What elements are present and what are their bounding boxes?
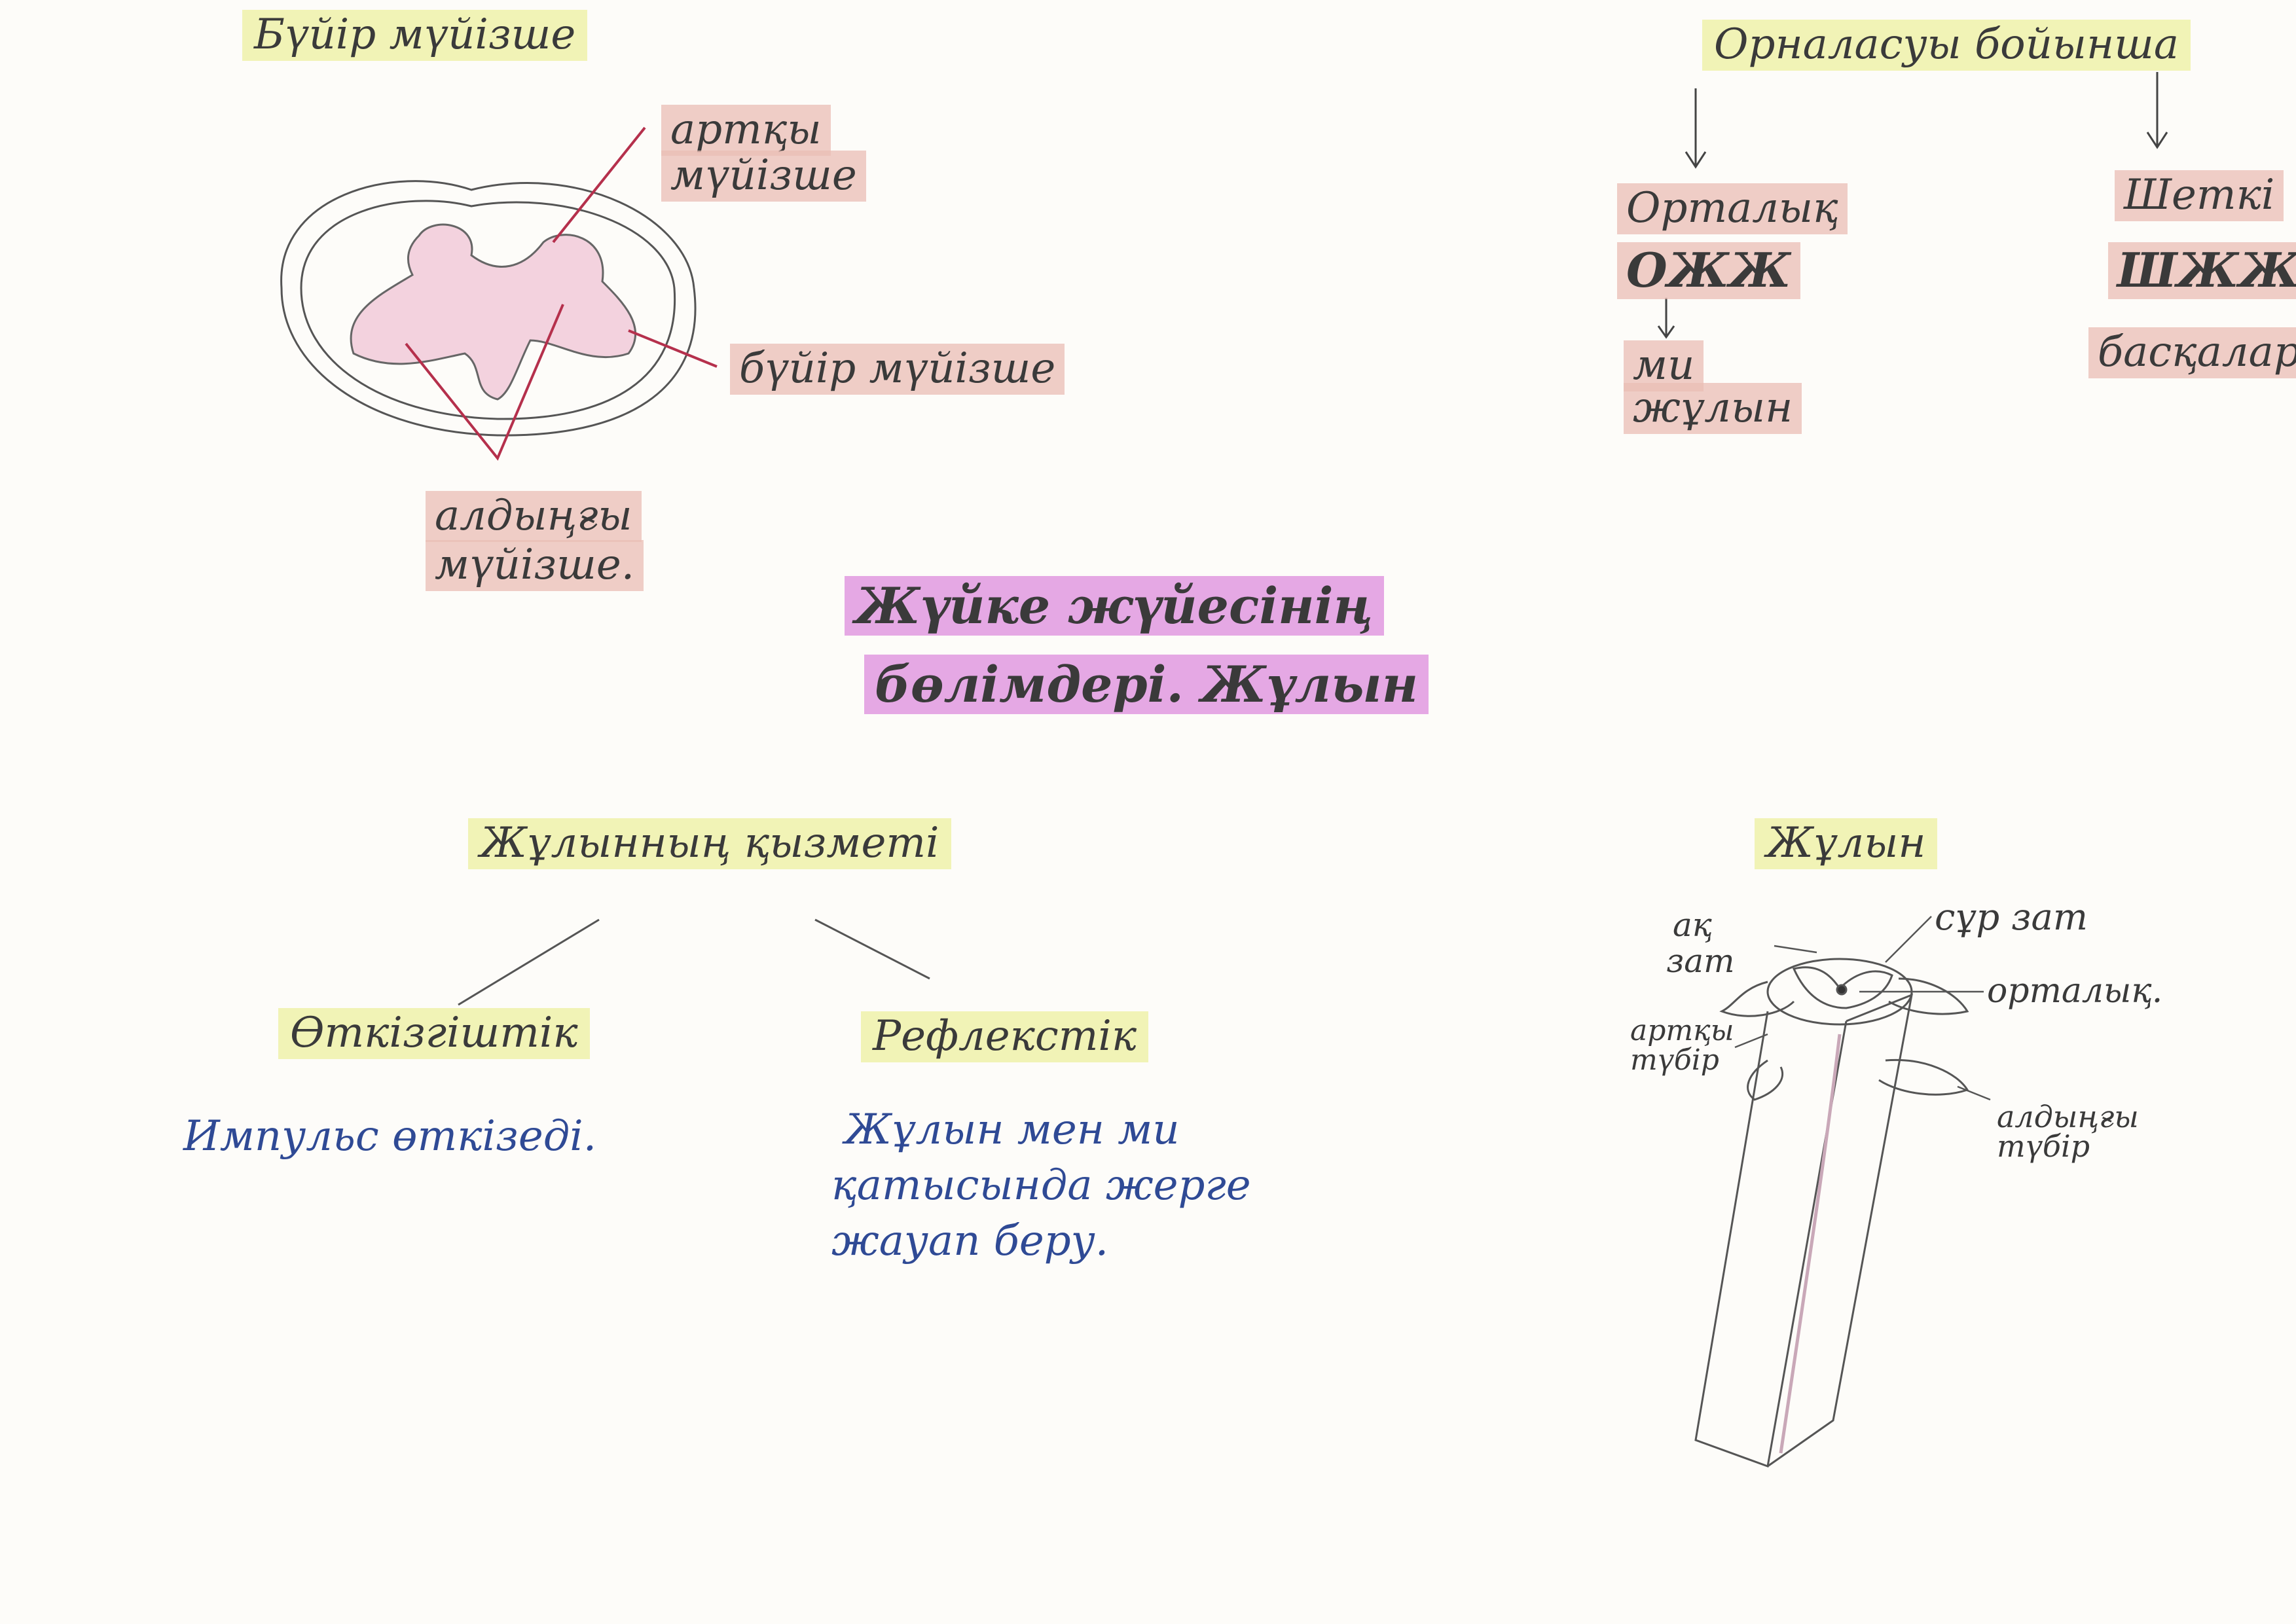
lateral-horn-label: бүйір мүйізше [730,344,1065,395]
central-canal-label: орталық. [1987,971,2163,1011]
anterior-horn-label-line2: мүйізше. [426,540,644,591]
lateral-horn-pointer [628,329,718,368]
reflex-desc-line2: қатысында жерге [831,1161,1251,1210]
arrow-to-peripheral [2146,72,2168,149]
classification-arrows [1657,72,2168,339]
white-matter-label-line1: ақ [1673,906,1713,944]
outer-membrane-outline [280,180,697,437]
central-canal [1836,984,1848,996]
cross-section-drawing [280,180,697,437]
posterior-root-left [1719,981,1795,1017]
posterior-root-label-line1: артқы [1630,1014,1734,1047]
posterior-root-right [1888,977,1969,1015]
cord-midline [1779,1034,1842,1454]
anterior-horn-pointer [405,304,564,461]
spinal-cord-heading: Жұлын [1755,818,1938,869]
functions-heading: Жұлынның қызметі [468,818,951,869]
arrow-to-central [1685,88,1707,169]
anterior-horn-label-line1: алдыңғы [426,491,642,542]
reflex-desc-line1: Жұлын мен ми [845,1106,1180,1154]
reflex-label: Рефлекстік [861,1011,1149,1062]
grey-matter-label: сұр зат [1935,896,2088,939]
central-sub-brain: ми [1624,340,1704,391]
spinal-cord-drawing [1694,958,1969,1468]
posterior-root-label-line2: түбір [1630,1043,1719,1077]
peripheral-label: Шеткі [2115,170,2284,221]
anterior-root-left [1747,1059,1784,1101]
classification-heading: Орналасуы бойынша [1702,20,2191,71]
title-line1: Жүйке жүйесінің [845,576,1384,636]
anterior-root-right [1878,1058,1969,1096]
grey-matter-outline [1792,966,1893,1009]
central-abbr: ОЖЖ [1617,242,1800,299]
branch-line-left [458,918,600,1006]
peripheral-abbr: ШЖЖ [2108,242,2296,299]
posterior-horn-label-line2: мүйізше [661,151,866,202]
central-label: Орталық [1617,183,1848,234]
function-branches [458,918,930,1006]
central-sub-spinal-cord: жұлын [1624,383,1802,434]
anterior-root-label-line1: алдыңғы [1997,1099,2139,1134]
anterior-root-label-line2: түбір [1997,1128,2090,1164]
spinal-cord-leaders [1734,916,1991,1101]
cross-section-pointers [405,126,718,461]
posterior-horn-pointer [552,126,646,244]
reflex-desc-line3: жауап беру. [831,1217,1109,1265]
conductive-label: Өткізгіштік [278,1008,590,1059]
cross-section-heading: Бүйір мүйізше [242,10,588,61]
cord-column [1694,1011,1848,1468]
posterior-horn-label-line1: артқы [661,105,831,156]
conductive-desc: Импульс өткізеді. [183,1112,597,1161]
white-matter-label-line2: зат [1666,942,1735,980]
grey-matter-butterfly [350,223,637,401]
cord-front-edge [1767,993,1913,1468]
inner-membrane-outline [300,200,676,420]
arrow-to-brain-cord [1657,298,1675,339]
peripheral-sub: басқалары. [2088,327,2296,378]
title-line2: бөлімдері. Жұлын [864,655,1429,715]
branch-line-right [814,918,930,980]
